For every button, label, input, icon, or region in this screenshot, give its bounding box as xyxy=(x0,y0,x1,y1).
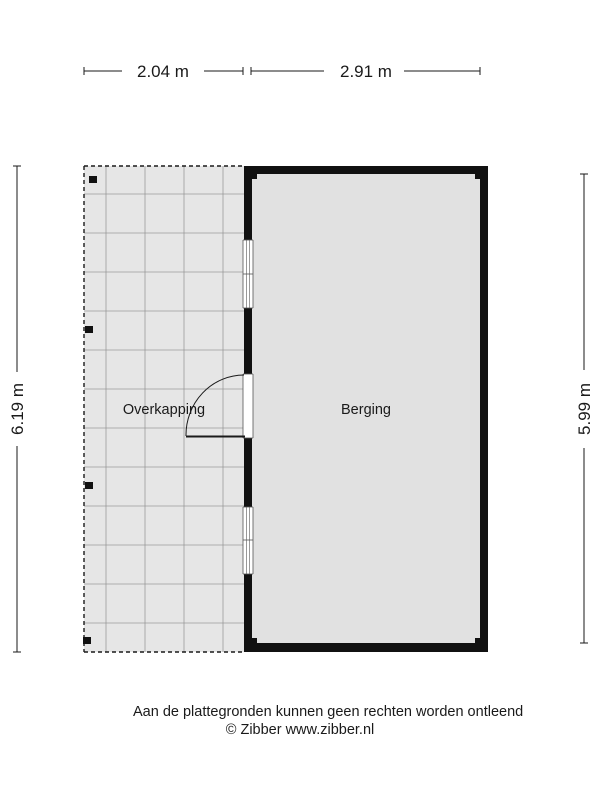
window-upper xyxy=(242,239,254,309)
berging-room xyxy=(244,166,488,652)
room-label-berging: Berging xyxy=(341,402,391,418)
dimension-left xyxy=(13,165,21,653)
tile-grid xyxy=(84,166,244,652)
post xyxy=(83,637,91,644)
overhang-outline xyxy=(83,165,244,653)
post xyxy=(89,176,97,183)
room-label-overkapping: Overkapping xyxy=(123,402,205,418)
disclaimer-text: Aan de plattegronden kunnen geen rechten… xyxy=(133,704,524,720)
window-lower xyxy=(242,506,254,575)
post xyxy=(85,482,93,489)
door-swing-arc xyxy=(185,374,245,437)
dimension-top xyxy=(83,67,481,75)
dimension-right-label: 5.99 m xyxy=(575,383,594,435)
door xyxy=(185,373,254,439)
dimension-left-label: 6.19 m xyxy=(8,383,27,435)
dimension-top-left-label: 2.04 m xyxy=(137,62,189,81)
overkapping-area xyxy=(83,165,244,653)
copyright-text: © Zibber www.zibber.nl xyxy=(225,722,375,738)
dimension-right xyxy=(580,173,588,644)
dimension-top-right-label: 2.91 m xyxy=(340,62,392,81)
post xyxy=(85,326,93,333)
